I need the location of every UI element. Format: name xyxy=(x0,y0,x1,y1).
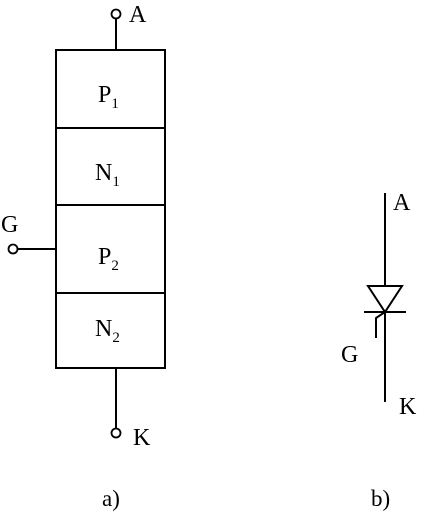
symbol-gate-wire xyxy=(375,311,386,338)
layer-label-n1: N1 xyxy=(95,160,120,190)
figure-a-structure: A P1 N1 P2 N2 G K a) xyxy=(1,2,166,511)
layer-stack-outline xyxy=(55,49,166,369)
cathode-label-a: K xyxy=(133,425,151,451)
anode-label-a: A xyxy=(129,2,147,28)
cathode-label-b: K xyxy=(399,394,417,420)
caption-b: b) xyxy=(371,486,390,511)
cathode-terminal-icon xyxy=(110,427,122,439)
gate-terminal-icon xyxy=(7,243,19,255)
layer-label-p2: P2 xyxy=(98,244,119,274)
caption-a: a) xyxy=(102,486,120,511)
thyristor-triangle-icon xyxy=(366,285,404,314)
gate-label-a: G xyxy=(1,212,18,238)
anode-label-b: A xyxy=(393,190,411,216)
gate-label-b: G xyxy=(341,342,358,368)
figure-b-symbol: A G K b) xyxy=(341,190,417,511)
layer-label-p1: P1 xyxy=(98,82,119,112)
anode-terminal-icon xyxy=(110,8,122,20)
layer-label-n2: N2 xyxy=(95,316,120,346)
